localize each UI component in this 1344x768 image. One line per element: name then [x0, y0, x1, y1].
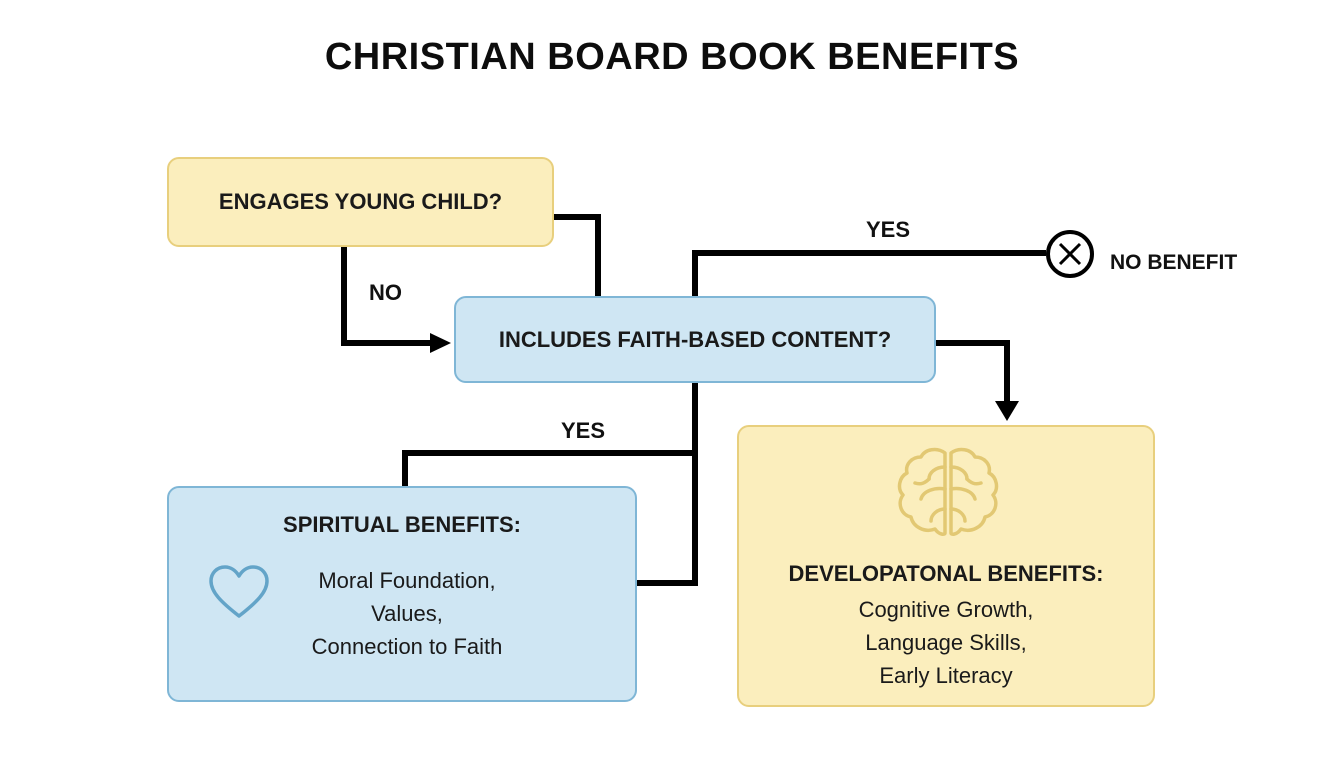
spiritual-benefit-item: Moral Foundation,: [318, 568, 496, 593]
engages-node-label: ENGAGES YOUNG CHILD?: [218, 189, 503, 214]
edge-label-yes-top: YES: [866, 217, 911, 242]
heart-icon: [209, 565, 269, 618]
brain-icon: [897, 447, 999, 536]
spiritual-benefit-item: Values,: [371, 601, 443, 626]
no-benefit-label: NO BENEFIT: [1110, 251, 1238, 274]
developmental-benefits-heading: DEVELOPATONAL BENEFITS:: [788, 561, 1104, 586]
connector-faith-to-developmental: [936, 340, 1010, 403]
connector-no: [341, 247, 432, 346]
developmental-benefit-item: Cognitive Growth,: [858, 597, 1034, 622]
faith-content-node: INCLUDES FAITH-BASED CONTENT?: [454, 296, 936, 383]
spiritual-benefits-box: SPIRITUAL BENEFITS: Moral Foundation, Va…: [167, 486, 637, 702]
developmental-benefit-item: Language Skills,: [865, 630, 1027, 655]
connector-yes-to-no-benefit: [692, 250, 1046, 296]
arrowhead-to-developmental: [995, 401, 1019, 421]
edge-label-no: NO: [369, 280, 402, 305]
spiritual-benefits-heading: SPIRITUAL BENEFITS:: [283, 512, 521, 537]
connector-faith-to-spiritual: [637, 383, 698, 586]
spiritual-benefits-list: Moral Foundation, Values, Connection to …: [259, 564, 555, 663]
diagram-title: CHRISTIAN BOARD BOOK BENEFITS: [324, 36, 1020, 78]
x-circle-icon: [1046, 230, 1094, 278]
spiritual-benefit-item: Connection to Faith: [311, 634, 503, 659]
arrowhead-to-faith: [430, 333, 451, 353]
connector-yes-left: [402, 450, 695, 486]
engages-young-child-node: ENGAGES YOUNG CHILD?: [167, 157, 554, 247]
developmental-benefits-box: DEVELOPATONAL BENEFITS: Cognitive Growth…: [737, 425, 1155, 707]
developmental-benefit-item: Early Literacy: [879, 663, 1013, 688]
faith-node-label: INCLUDES FAITH-BASED CONTENT?: [498, 326, 892, 352]
connector-engages-to-faith: [553, 214, 601, 296]
edge-label-yes-left: YES: [561, 418, 606, 443]
developmental-benefits-list: Cognitive Growth, Language Skills, Early…: [739, 593, 1153, 692]
